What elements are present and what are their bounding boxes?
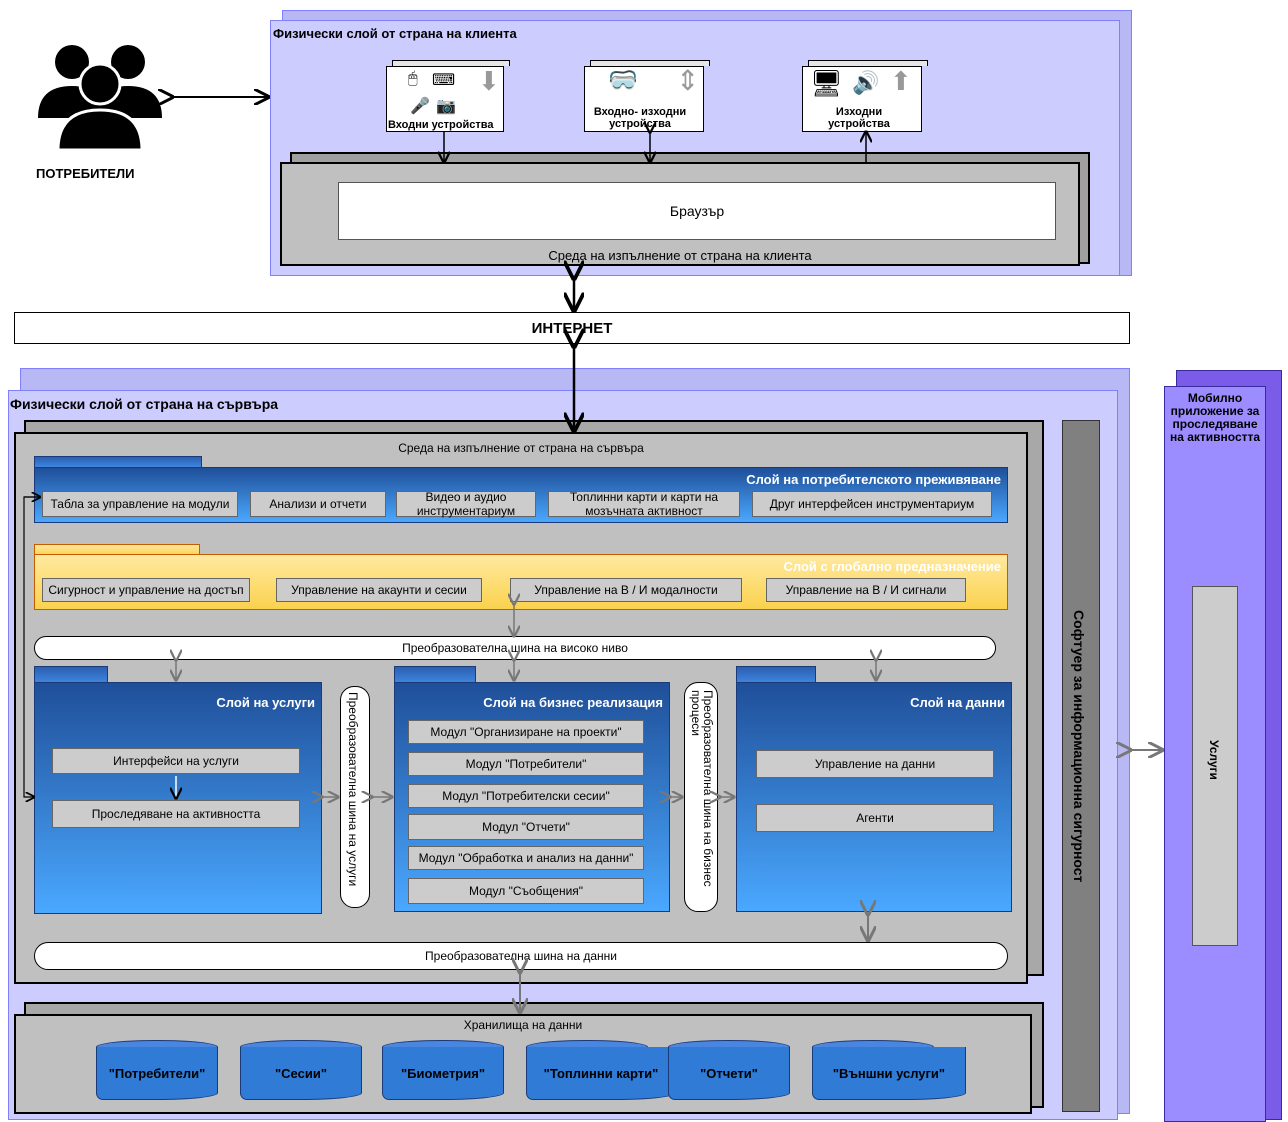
output-devices-depth bbox=[808, 60, 928, 66]
speaker-icon: 🔊 bbox=[852, 70, 880, 95]
client-runtime-label: Среда на изпълнение от страна на клиента bbox=[548, 248, 812, 263]
client-layer-title: Физически слой от страна на клиента bbox=[273, 26, 517, 41]
module-user-sessions: Модул "Потребителски сесии" bbox=[408, 784, 644, 808]
mobile-services-label: Услуги bbox=[1207, 740, 1221, 780]
input-devices-depth bbox=[392, 60, 510, 66]
mouse-icon: 🖱 bbox=[408, 70, 418, 87]
data-management: Управление на данни bbox=[756, 750, 994, 778]
module-users: Модул "Потребители" bbox=[408, 752, 644, 776]
module-data-analysis: Модул "Обработка и анализ на данни" bbox=[408, 846, 644, 870]
server-runtime-label: Среда на изпълнение от страна на сървъра bbox=[398, 441, 644, 455]
services-layer-title: Слой на услуги bbox=[216, 695, 315, 710]
db-heatmaps: "Топлинни карти" bbox=[526, 1040, 676, 1102]
webcam-icon: 📷 bbox=[436, 98, 456, 115]
ux-item-heatmaps: Топлинни карти и карти на мозъчната акти… bbox=[548, 490, 740, 518]
services-layer: Слой на услуги bbox=[34, 682, 322, 914]
security-label: Софтуер за информационна сигурност bbox=[1071, 610, 1087, 883]
ux-layer-title: Слой на потребителското преживяване bbox=[746, 472, 1001, 487]
activity-tracking: Проследяване на активността bbox=[52, 800, 300, 828]
db-sessions-label: "Сесии" bbox=[240, 1047, 362, 1100]
services-bus-label: Преобразователна шина на услуги bbox=[346, 692, 360, 887]
global-layer-title: Слой с глобално предназначение bbox=[783, 559, 1002, 574]
module-reports: Модул "Отчети" bbox=[408, 814, 644, 840]
business-layer-title: Слой на бизнес реализация bbox=[483, 695, 663, 710]
db-biometry: "Биометрия" bbox=[382, 1040, 504, 1102]
db-users-label: "Потребители" bbox=[96, 1047, 218, 1100]
high-level-bus: Преобразователна шина на високо ниво bbox=[34, 636, 996, 660]
data-layer: Слой на данни bbox=[736, 682, 1012, 912]
mobile-app-title: Мобилно приложение за проследяване на ак… bbox=[1169, 391, 1261, 444]
db-heatmaps-label: "Топлинни карти" bbox=[526, 1047, 676, 1100]
server-layer-title: Физически слой от страна на сървъра bbox=[10, 396, 279, 412]
db-sessions: "Сесии" bbox=[240, 1040, 362, 1102]
users-label: ПОТРЕБИТЕЛИ bbox=[36, 166, 135, 181]
db-external: "Външни услуги" bbox=[812, 1040, 966, 1102]
storage-title: Хранилища на данни bbox=[463, 1018, 583, 1032]
db-users: "Потребители" bbox=[96, 1040, 218, 1102]
arrow-down-icon: ⬇ bbox=[478, 66, 500, 96]
browser-box: Браузър bbox=[338, 182, 1056, 240]
arrow-up-icon: ⬆ bbox=[890, 66, 912, 96]
input-devices-box bbox=[386, 66, 504, 132]
global-item-io-signals: Управление на В / И сигнали bbox=[766, 578, 966, 602]
db-biometry-label: "Биометрия" bbox=[382, 1047, 504, 1100]
security-bar bbox=[1062, 420, 1100, 1112]
monitor-icon: 🖥 bbox=[810, 68, 844, 98]
db-external-label: "Външни услуги" bbox=[812, 1047, 966, 1100]
data-layer-title: Слой на данни bbox=[910, 695, 1005, 710]
ux-item-analytics: Анализи и отчети bbox=[250, 491, 386, 517]
keyboard-icon: ⌨ bbox=[432, 72, 456, 89]
business-bus-label: Преобразователна шина на бизнес процеси bbox=[689, 690, 715, 887]
db-reports: "Отчети" bbox=[668, 1040, 790, 1102]
vr-device-icon: 🥽 bbox=[608, 67, 638, 94]
ux-item-other-ui: Друг интерфейсен инструментариум bbox=[752, 491, 992, 517]
arrow-updown-icon: ⇕ bbox=[676, 65, 700, 96]
internet-label: ИНТЕРНЕТ bbox=[531, 320, 613, 337]
global-item-security: Сигурност и управление на достъп bbox=[42, 578, 250, 602]
microphone-icon: 🎤 bbox=[410, 98, 430, 115]
mobile-services-box bbox=[1192, 586, 1238, 946]
ux-item-video-audio: Видео и аудио инструментариум bbox=[396, 490, 536, 518]
io-devices-depth bbox=[590, 60, 710, 66]
global-item-io-modalities: Управление на В / И модалности bbox=[510, 578, 742, 602]
io-devices-box bbox=[584, 66, 704, 132]
module-messages: Модул "Съобщения" bbox=[408, 878, 644, 904]
db-reports-label: "Отчети" bbox=[668, 1047, 790, 1100]
module-projects: Модул "Организиране на проекти" bbox=[408, 720, 644, 744]
io-devices-label: Входно- изходни устройства bbox=[593, 106, 687, 130]
agents: Агенти bbox=[756, 804, 994, 832]
output-devices-label: Изходни устройства bbox=[828, 106, 890, 130]
global-item-accounts: Управление на акаунти и сесии bbox=[276, 578, 482, 602]
data-bus: Преобразователна шина на данни bbox=[34, 942, 1008, 970]
service-interfaces: Интерфейси на услуги bbox=[52, 748, 300, 774]
ux-item-dashboards: Табла за управление на модули bbox=[42, 491, 238, 517]
input-devices-label: Входни устройства bbox=[388, 119, 494, 131]
